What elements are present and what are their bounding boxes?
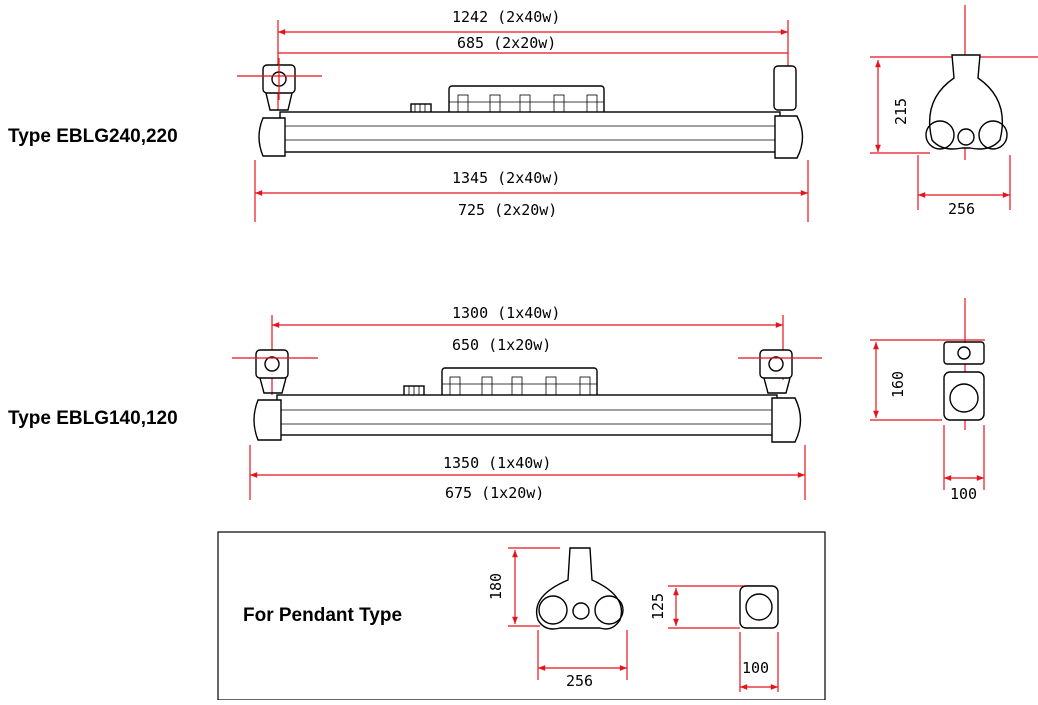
dim-text-256: 256 — [948, 200, 975, 218]
dim-text-1242: 1242 (2x40w) — [452, 8, 560, 26]
dim-text-725: 725 (2x20w) — [458, 201, 557, 219]
left-bracket-arm — [265, 92, 293, 111]
dim-text-1345: 1345 (2x40w) — [452, 169, 560, 187]
right-mount-bracket — [773, 65, 797, 111]
pendant-tube-left — [538, 595, 568, 625]
dim-text-675: 675 (1x20w) — [445, 484, 544, 502]
pendant-type-box: 180 256 125 100 — [217, 531, 826, 701]
pendant-tube-center — [572, 602, 590, 620]
pendant-tube-right — [594, 595, 624, 625]
fixture-2lamp-front-view: 1242 (2x40w) 685 (2x20w) — [237, 8, 809, 222]
dim-text-650: 650 (1x20w) — [452, 336, 551, 354]
mid-right-bracket-arm — [763, 377, 791, 394]
pendant-single-body — [739, 585, 779, 629]
mid-side-bolt — [957, 346, 971, 360]
dim-text-180: 180 — [487, 573, 505, 600]
mid-right-mount-bracket — [759, 349, 793, 379]
mid-side-bracket — [943, 341, 985, 365]
tube-circle-left — [925, 120, 955, 150]
dim-text-1350: 1350 (1x40w) — [443, 454, 551, 472]
tube-circle-right — [978, 120, 1008, 150]
mid-right-end-cap — [771, 397, 802, 443]
mid-left-end-cap — [253, 399, 282, 441]
pendant-triple-body — [536, 547, 623, 630]
mid-left-mount-bracket — [255, 349, 289, 379]
mid-left-bolt — [264, 356, 280, 372]
dim-text-100: 100 — [950, 485, 977, 503]
right-end-cap — [774, 115, 804, 159]
side-profile-body — [928, 54, 1004, 150]
left-end-cap — [258, 117, 286, 157]
mid-left-bracket-arm — [259, 377, 287, 394]
mid-right-bolt — [768, 356, 784, 372]
dim-text-1300: 1300 (1x40w) — [452, 304, 560, 322]
tube-circle-center — [957, 128, 975, 146]
mid-side-tube-circle — [949, 383, 979, 413]
dim-text-685: 685 (2x20w) — [457, 34, 556, 52]
dim-text-215: 215 — [892, 98, 910, 125]
mid-lamp-tube-housing — [276, 394, 778, 436]
lamp-tube-housing — [279, 111, 781, 153]
dim-text-160: 160 — [889, 371, 907, 398]
dim-text-256-pendant: 256 — [566, 672, 593, 690]
dim-text-100-pendant: 100 — [742, 659, 769, 677]
pendant-type-label: For Pendant Type — [243, 605, 403, 626]
dim-text-125: 125 — [649, 593, 667, 620]
fixture-1lamp-side-view: 160 100 — [870, 298, 985, 503]
pendant-single-tube — [745, 593, 773, 621]
type-label-ebl240: Type EBLG240,220 — [8, 126, 178, 147]
type-label-ebl140: Type EBLG140,120 — [8, 408, 178, 429]
fixture-1lamp-front-view: 1300 (1x40w) 650 (1x20w) 1350 (1 — [232, 304, 822, 502]
fixture-2lamp-side-view: 215 256 — [870, 5, 1038, 218]
